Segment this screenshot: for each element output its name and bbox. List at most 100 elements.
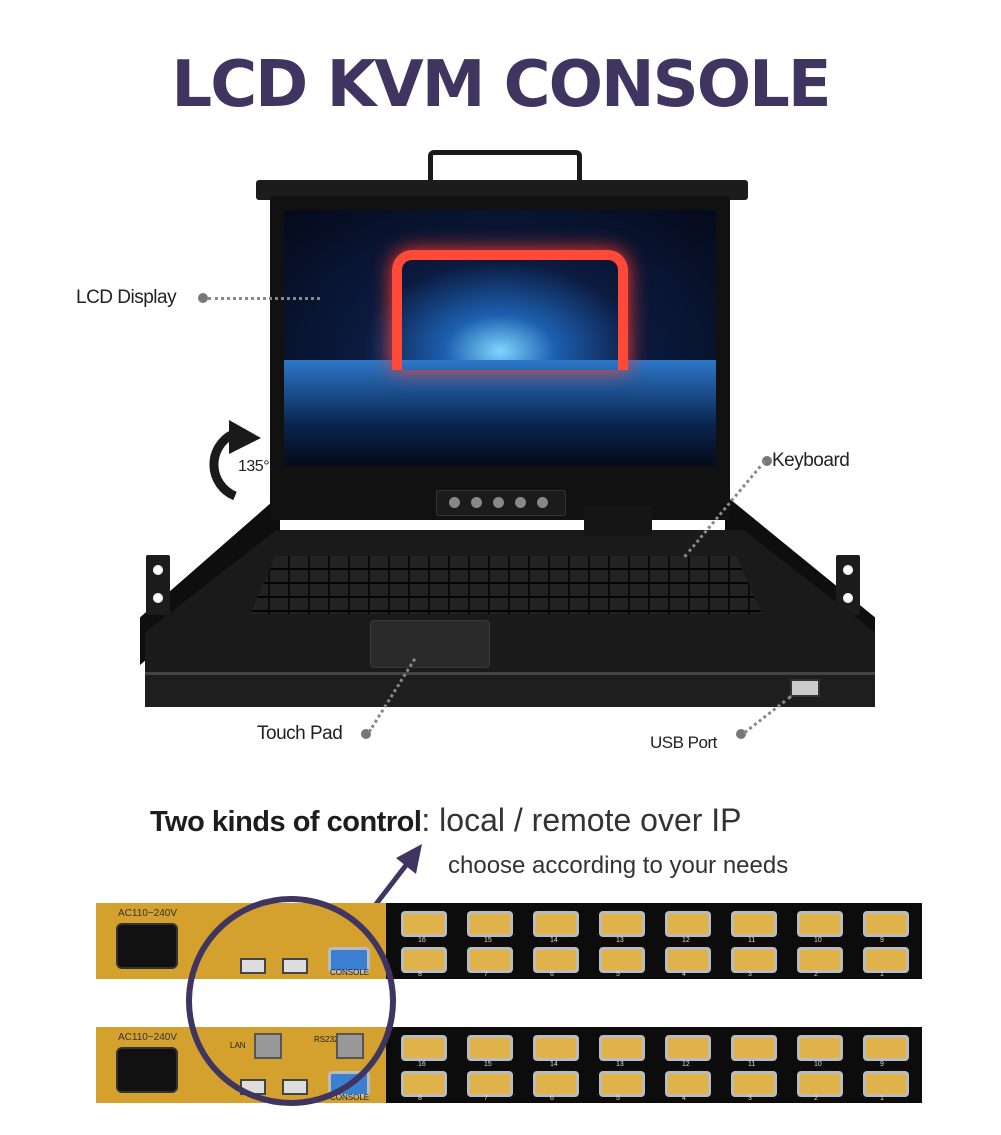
- port-num: 1: [880, 1095, 884, 1102]
- vga-port-7: [467, 1071, 513, 1097]
- console-label: CONSOLE: [330, 1093, 370, 1102]
- vga-port-9: [863, 1035, 909, 1061]
- vga-port-1: [863, 1071, 909, 1097]
- port-num: 3: [748, 1095, 752, 1102]
- port-num: 2: [814, 971, 818, 978]
- usb-port-label: USB Port: [650, 733, 717, 752]
- screen-floor: [284, 360, 716, 466]
- port-num: 7: [484, 971, 488, 978]
- control-bold: Two kinds of control: [150, 806, 422, 838]
- vga-port-10: [797, 1035, 843, 1061]
- port-num: 2: [814, 1095, 818, 1102]
- port-num: 16: [418, 937, 426, 944]
- port-num: 5: [616, 971, 620, 978]
- port-num: 7: [484, 1095, 488, 1102]
- keyboard-label: Keyboard: [772, 450, 850, 471]
- port-num: 9: [880, 937, 884, 944]
- port-num: 8: [418, 971, 422, 978]
- usb-port-dot: [736, 729, 746, 739]
- vga-port-15: [467, 1035, 513, 1061]
- port-num: 16: [418, 1061, 426, 1068]
- vga-port-6: [533, 1071, 579, 1097]
- vga-port-1: [863, 947, 909, 973]
- port-num: 1: [880, 971, 884, 978]
- port-num: 10: [814, 1061, 822, 1068]
- usb-port: [790, 679, 820, 697]
- vga-port-4: [665, 947, 711, 973]
- latch: [584, 506, 652, 536]
- vga-port-16: [401, 1035, 447, 1061]
- port-num: 4: [682, 971, 686, 978]
- screen-arch: [392, 250, 628, 370]
- vga-port-16: [401, 911, 447, 937]
- vga-port-15: [467, 911, 513, 937]
- vga-port-7: [467, 947, 513, 973]
- vga-port-13: [599, 911, 645, 937]
- power-inlet: [116, 923, 178, 969]
- touch-pad-label: Touch Pad: [257, 723, 343, 744]
- port-num: 6: [550, 1095, 554, 1102]
- lcd-display-leader: [208, 297, 320, 300]
- port-num: 11: [748, 937, 756, 944]
- osd-buttons: [436, 490, 566, 516]
- port-num: 10: [814, 937, 822, 944]
- vga-port-2: [797, 1071, 843, 1097]
- port-num: 8: [418, 1095, 422, 1102]
- port-num: 15: [484, 1061, 492, 1068]
- touch-pad-dot: [361, 729, 371, 739]
- front-panel: [145, 672, 875, 707]
- left-bracket: [146, 555, 170, 615]
- vga-port-6: [533, 947, 579, 973]
- lcd-screen: [284, 210, 716, 466]
- vga-port-11: [731, 1035, 777, 1061]
- vga-port-5: [599, 947, 645, 973]
- port-num: 4: [682, 1095, 686, 1102]
- port-num: 3: [748, 971, 752, 978]
- right-bracket: [836, 555, 860, 615]
- power-label: AC110~240V: [118, 1032, 178, 1043]
- vga-port-13: [599, 1035, 645, 1061]
- vga-port-10: [797, 911, 843, 937]
- touch-pad: [370, 620, 490, 668]
- port-num: 15: [484, 937, 492, 944]
- keyboard-dot: [762, 456, 772, 466]
- vga-port-12: [665, 1035, 711, 1061]
- keyboard-rows: [250, 556, 762, 614]
- control-headline: Two kinds of control: local / remote ove…: [150, 802, 742, 839]
- port-num: 12: [682, 937, 690, 944]
- vga-port-3: [731, 1071, 777, 1097]
- port-num: 13: [616, 1061, 624, 1068]
- vga-port-8: [401, 1071, 447, 1097]
- page-title: LCD KVM CONSOLE: [171, 48, 831, 122]
- vga-port-2: [797, 947, 843, 973]
- port-num: 6: [550, 971, 554, 978]
- handle: [428, 150, 582, 187]
- vga-port-4: [665, 1071, 711, 1097]
- control-rest: : local / remote over IP: [421, 802, 742, 838]
- vga-port-9: [863, 911, 909, 937]
- power-label: AC110~240V: [118, 908, 178, 919]
- lid-top: [256, 180, 748, 200]
- port-num: 5: [616, 1095, 620, 1102]
- vga-port-5: [599, 1071, 645, 1097]
- port-num: 14: [550, 937, 558, 944]
- port-num: 9: [880, 1061, 884, 1068]
- rotation-arrow-icon: [209, 420, 261, 501]
- control-subtitle: choose according to your needs: [448, 852, 789, 879]
- vga-port-14: [533, 1035, 579, 1061]
- power-inlet: [116, 1047, 178, 1093]
- rotation-label: 135°: [238, 458, 270, 475]
- vga-port-11: [731, 911, 777, 937]
- port-num: 14: [550, 1061, 558, 1068]
- lcd-display-dot: [198, 293, 208, 303]
- vga-port-8: [401, 947, 447, 973]
- port-num: 12: [682, 1061, 690, 1068]
- lcd-display-label: LCD Display: [76, 287, 177, 308]
- vga-port-14: [533, 911, 579, 937]
- highlight-circle: [186, 896, 396, 1106]
- rear-panel-local: AC110~240V CONSOLE 16 15 14 13 12 11 10 …: [96, 903, 922, 979]
- port-num: 13: [616, 937, 624, 944]
- port-num: 11: [748, 1061, 756, 1068]
- vga-port-12: [665, 911, 711, 937]
- vga-port-3: [731, 947, 777, 973]
